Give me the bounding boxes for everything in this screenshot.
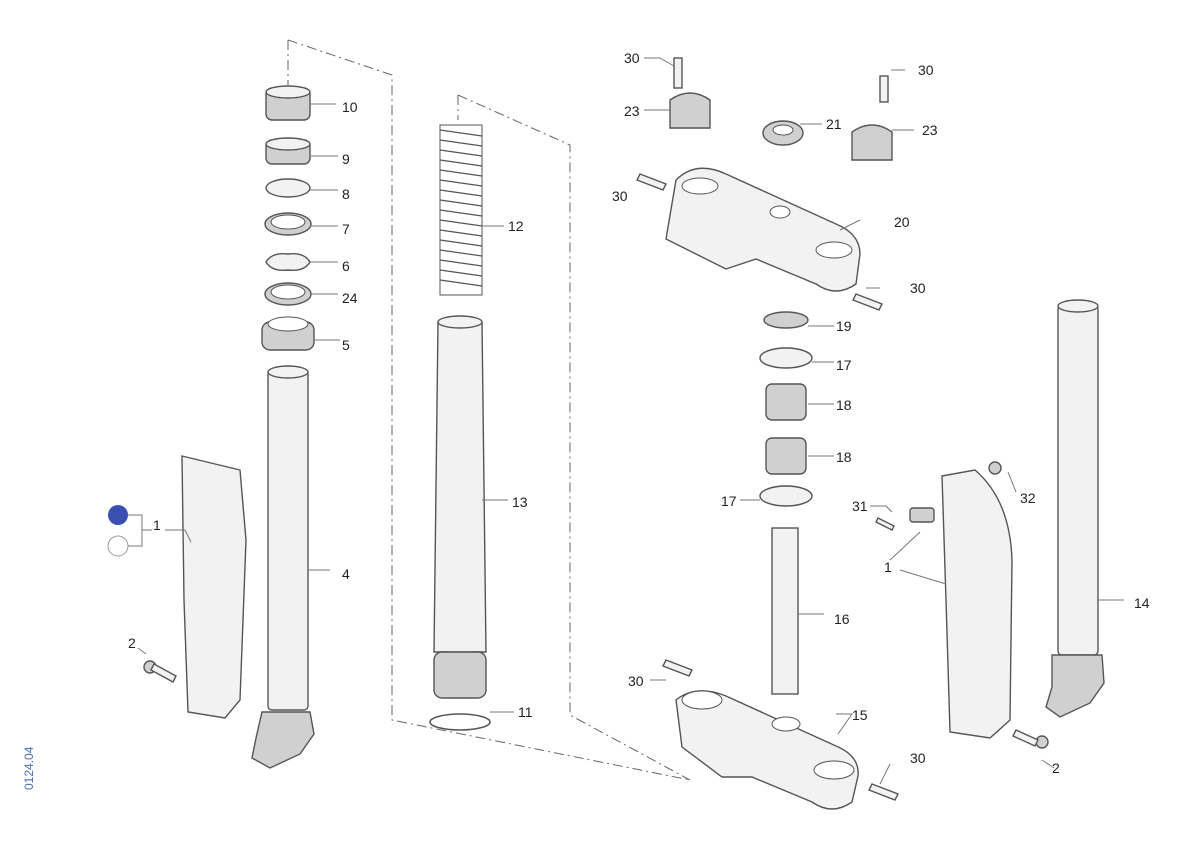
- part-13-inner-tube[interactable]: [433, 315, 487, 699]
- callout-24: 24: [342, 290, 358, 306]
- part-23-clamp-left[interactable]: [669, 92, 711, 129]
- part-16-steering-stem[interactable]: [771, 527, 799, 695]
- part-18-bearing-bottom[interactable]: [765, 437, 807, 475]
- callout-21: 21: [826, 116, 842, 132]
- part-6-clip[interactable]: [265, 252, 311, 272]
- callout-30-top-right: 30: [918, 62, 934, 78]
- callout-31: 31: [852, 498, 868, 514]
- part-1-guard-clip[interactable]: [909, 507, 935, 523]
- callout-2-right: 2: [1052, 760, 1060, 776]
- assembly-line-middle: [457, 94, 691, 781]
- part-18-bearing-top[interactable]: [765, 383, 807, 421]
- callout-32: 32: [1020, 490, 1036, 506]
- callout-9: 9: [342, 151, 350, 167]
- part-1-fork-guard-left[interactable]: [181, 455, 247, 719]
- part-21-nut[interactable]: [762, 120, 804, 146]
- part-17-race-bottom[interactable]: [759, 485, 813, 507]
- callout-30-lower-left: 30: [628, 673, 644, 689]
- callout-4: 4: [342, 566, 350, 582]
- part-30-bolt-upper-right[interactable]: [852, 293, 883, 311]
- part-20-upper-triple-clamp[interactable]: [665, 167, 861, 292]
- callout-20: 20: [894, 214, 910, 230]
- assembly-line-left: [287, 39, 691, 781]
- callout-30-side: 30: [612, 188, 628, 204]
- part-7-seal[interactable]: [264, 212, 312, 236]
- part-4-fork-tube[interactable]: [251, 365, 315, 769]
- callout-12: 12: [508, 218, 524, 234]
- part-8-washer[interactable]: [265, 178, 311, 198]
- part-15-lower-triple-clamp[interactable]: [675, 690, 859, 810]
- part-11-circlip[interactable]: [429, 713, 491, 731]
- color-variant-white-swatch[interactable]: [107, 535, 129, 557]
- callout-30-lower-right: 30: [910, 750, 926, 766]
- part-23-clamp-right[interactable]: [851, 124, 893, 161]
- part-30-bolt-lower-left[interactable]: [662, 659, 693, 677]
- callout-16: 16: [834, 611, 850, 627]
- part-30-bolt-lower-right[interactable]: [868, 783, 899, 801]
- callout-11: 11: [518, 704, 533, 720]
- callout-17-top: 17: [836, 357, 852, 373]
- callout-23-left: 23: [624, 103, 640, 119]
- part-2-bolt-left[interactable]: [143, 660, 177, 683]
- callout-23-right: 23: [922, 122, 938, 138]
- callout-19: 19: [836, 318, 852, 334]
- part-9-bushing[interactable]: [265, 137, 311, 165]
- part-19-washer[interactable]: [763, 311, 809, 329]
- callout-14: 14: [1134, 595, 1150, 611]
- callout-15: 15: [852, 707, 868, 723]
- callout-6: 6: [342, 258, 350, 274]
- callout-10: 10: [342, 99, 358, 115]
- callout-18-top: 18: [836, 397, 852, 413]
- diagram-code: 0124.04: [22, 746, 36, 790]
- part-1-fork-guard-right[interactable]: [941, 469, 1013, 739]
- callout-5: 5: [342, 337, 350, 353]
- callout-1-right: 1: [884, 559, 892, 575]
- callout-18-bottom: 18: [836, 449, 852, 465]
- part-30-bolt-side[interactable]: [636, 173, 667, 191]
- callout-30-top-left: 30: [624, 50, 640, 66]
- part-12-spring[interactable]: [439, 124, 483, 296]
- part-30-bolt-top-right[interactable]: [879, 75, 889, 103]
- callout-13: 13: [512, 494, 528, 510]
- callout-2-left: 2: [128, 635, 136, 651]
- part-30-bolt-top[interactable]: [673, 57, 683, 89]
- part-14-outer-tube[interactable]: [1045, 299, 1105, 718]
- part-24-ring[interactable]: [264, 282, 312, 306]
- part-5-seal[interactable]: [261, 316, 315, 351]
- callout-8: 8: [342, 186, 350, 202]
- part-2-bolt-right[interactable]: [1012, 729, 1049, 749]
- callout-30-upper-right: 30: [910, 280, 926, 296]
- callout-1-left: 1: [153, 517, 161, 533]
- part-10-cap[interactable]: [265, 85, 311, 121]
- part-17-race-top[interactable]: [759, 347, 813, 369]
- callout-7: 7: [342, 221, 350, 237]
- part-32-nut[interactable]: [988, 461, 1002, 475]
- color-variant-dark-swatch[interactable]: [108, 505, 128, 525]
- variant-bracket: [128, 514, 152, 547]
- callout-17-bottom: 17: [721, 493, 737, 509]
- part-31-screw[interactable]: [875, 517, 895, 531]
